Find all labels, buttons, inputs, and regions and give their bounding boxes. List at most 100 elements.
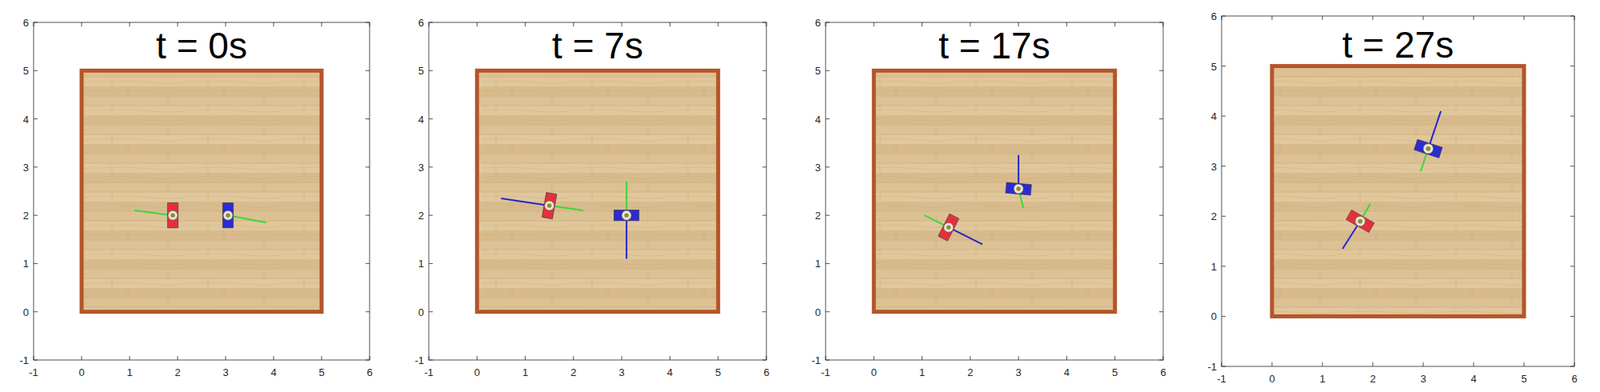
x-tick-label: 5: [318, 367, 324, 378]
tick-mark: [1221, 216, 1226, 217]
y-tick-label: 3: [418, 161, 424, 172]
robot-body: [1005, 182, 1032, 196]
tick-mark: [1574, 16, 1576, 20]
tick-mark: [825, 215, 830, 216]
tick-mark: [177, 22, 179, 27]
y-tick-label: 5: [1211, 60, 1217, 72]
tick-mark: [1159, 118, 1164, 120]
x-tick-label: 0: [474, 367, 480, 378]
x-tick-label: 6: [763, 367, 769, 378]
tick-mark: [1570, 16, 1575, 17]
robot-body: [222, 203, 233, 228]
tick-mark: [428, 311, 433, 312]
tick-mark: [365, 70, 370, 72]
axes-box: [825, 22, 1164, 360]
y-tick-label: -1: [19, 355, 29, 366]
plot-title: t = 27s: [1342, 26, 1454, 64]
tick-mark: [369, 22, 371, 27]
tick-mark: [365, 215, 370, 216]
tick-mark: [1018, 22, 1020, 27]
x-tick-label: 4: [1470, 373, 1476, 384]
tick-mark: [1114, 22, 1116, 27]
tick-mark: [1221, 362, 1223, 367]
x-tick-label: -1: [424, 367, 434, 378]
tick-mark: [33, 22, 35, 27]
y-tick-label: 4: [23, 113, 29, 124]
y-tick-label: 1: [23, 258, 29, 269]
tick-mark: [1372, 16, 1374, 20]
tick-mark: [365, 166, 370, 168]
tick-mark: [1272, 16, 1273, 20]
tick-mark: [825, 70, 830, 72]
tick-mark: [1570, 116, 1575, 117]
tick-mark: [1570, 165, 1575, 167]
y-tick-label: 0: [1211, 311, 1217, 322]
tick-mark: [1322, 362, 1324, 367]
tick-mark: [762, 263, 767, 264]
x-tick-label: 6: [1160, 367, 1166, 378]
y-tick-label: 1: [815, 258, 821, 269]
x-tick-label: 2: [570, 367, 576, 378]
y-tick-label: 4: [418, 113, 424, 124]
x-tick-label: 6: [1571, 373, 1577, 384]
y-tick-label: 6: [815, 17, 821, 28]
tick-mark: [1159, 22, 1164, 24]
tick-mark: [428, 360, 433, 361]
x-tick-label: 5: [715, 367, 721, 378]
robot-body: [938, 213, 960, 241]
tick-mark: [428, 118, 433, 120]
tick-mark: [225, 22, 227, 27]
tick-mark: [524, 356, 526, 360]
tick-mark: [762, 166, 767, 168]
robot-hub: [223, 210, 233, 220]
tick-mark: [921, 356, 923, 360]
tick-mark: [1473, 16, 1475, 20]
robot-center: [946, 225, 951, 230]
tick-mark: [1423, 16, 1424, 20]
tick-mark: [825, 263, 830, 264]
heading-line: [500, 198, 549, 206]
y-tick-label: 2: [815, 210, 821, 221]
x-tick-label: 4: [1064, 367, 1070, 378]
tick-mark: [273, 356, 275, 360]
tick-mark: [717, 356, 719, 360]
y-tick-label: 1: [1211, 260, 1217, 272]
heading-line: [228, 215, 267, 223]
x-tick-label: 0: [871, 367, 877, 378]
tick-mark: [766, 22, 768, 27]
tick-mark: [225, 356, 227, 360]
x-tick-label: 3: [1420, 373, 1426, 384]
tick-mark: [969, 22, 971, 27]
tick-mark: [1221, 265, 1226, 267]
tick-mark: [669, 356, 671, 360]
robot-body: [167, 203, 178, 228]
tick-mark: [762, 360, 767, 361]
y-tick-label: -1: [811, 355, 821, 366]
y-tick-label: 5: [815, 65, 821, 76]
x-tick-label: 3: [619, 367, 625, 378]
y-tick-label: 3: [23, 161, 29, 172]
tick-mark: [33, 360, 38, 361]
tick-mark: [1159, 166, 1164, 168]
x-tick-label: 2: [967, 367, 973, 378]
tick-mark: [1163, 22, 1164, 27]
tick-mark: [1221, 165, 1226, 167]
tick-mark: [1159, 360, 1164, 361]
x-tick-label: 0: [1268, 373, 1275, 384]
tick-mark: [1524, 16, 1525, 20]
robot-center: [1425, 146, 1431, 152]
plot-title: t = 0s: [156, 27, 248, 64]
tick-mark: [825, 118, 830, 120]
tick-mark: [1524, 362, 1525, 367]
y-tick-label: 5: [418, 65, 424, 76]
x-tick-label: 0: [78, 367, 84, 378]
tick-mark: [1570, 265, 1575, 267]
tick-mark: [1322, 16, 1324, 20]
tick-mark: [1221, 366, 1226, 368]
y-tick-label: 6: [23, 17, 29, 28]
tick-mark: [129, 356, 131, 360]
tick-mark: [33, 118, 38, 120]
y-tick-label: 0: [23, 306, 29, 317]
tick-mark: [81, 22, 83, 27]
tick-mark: [365, 263, 370, 264]
